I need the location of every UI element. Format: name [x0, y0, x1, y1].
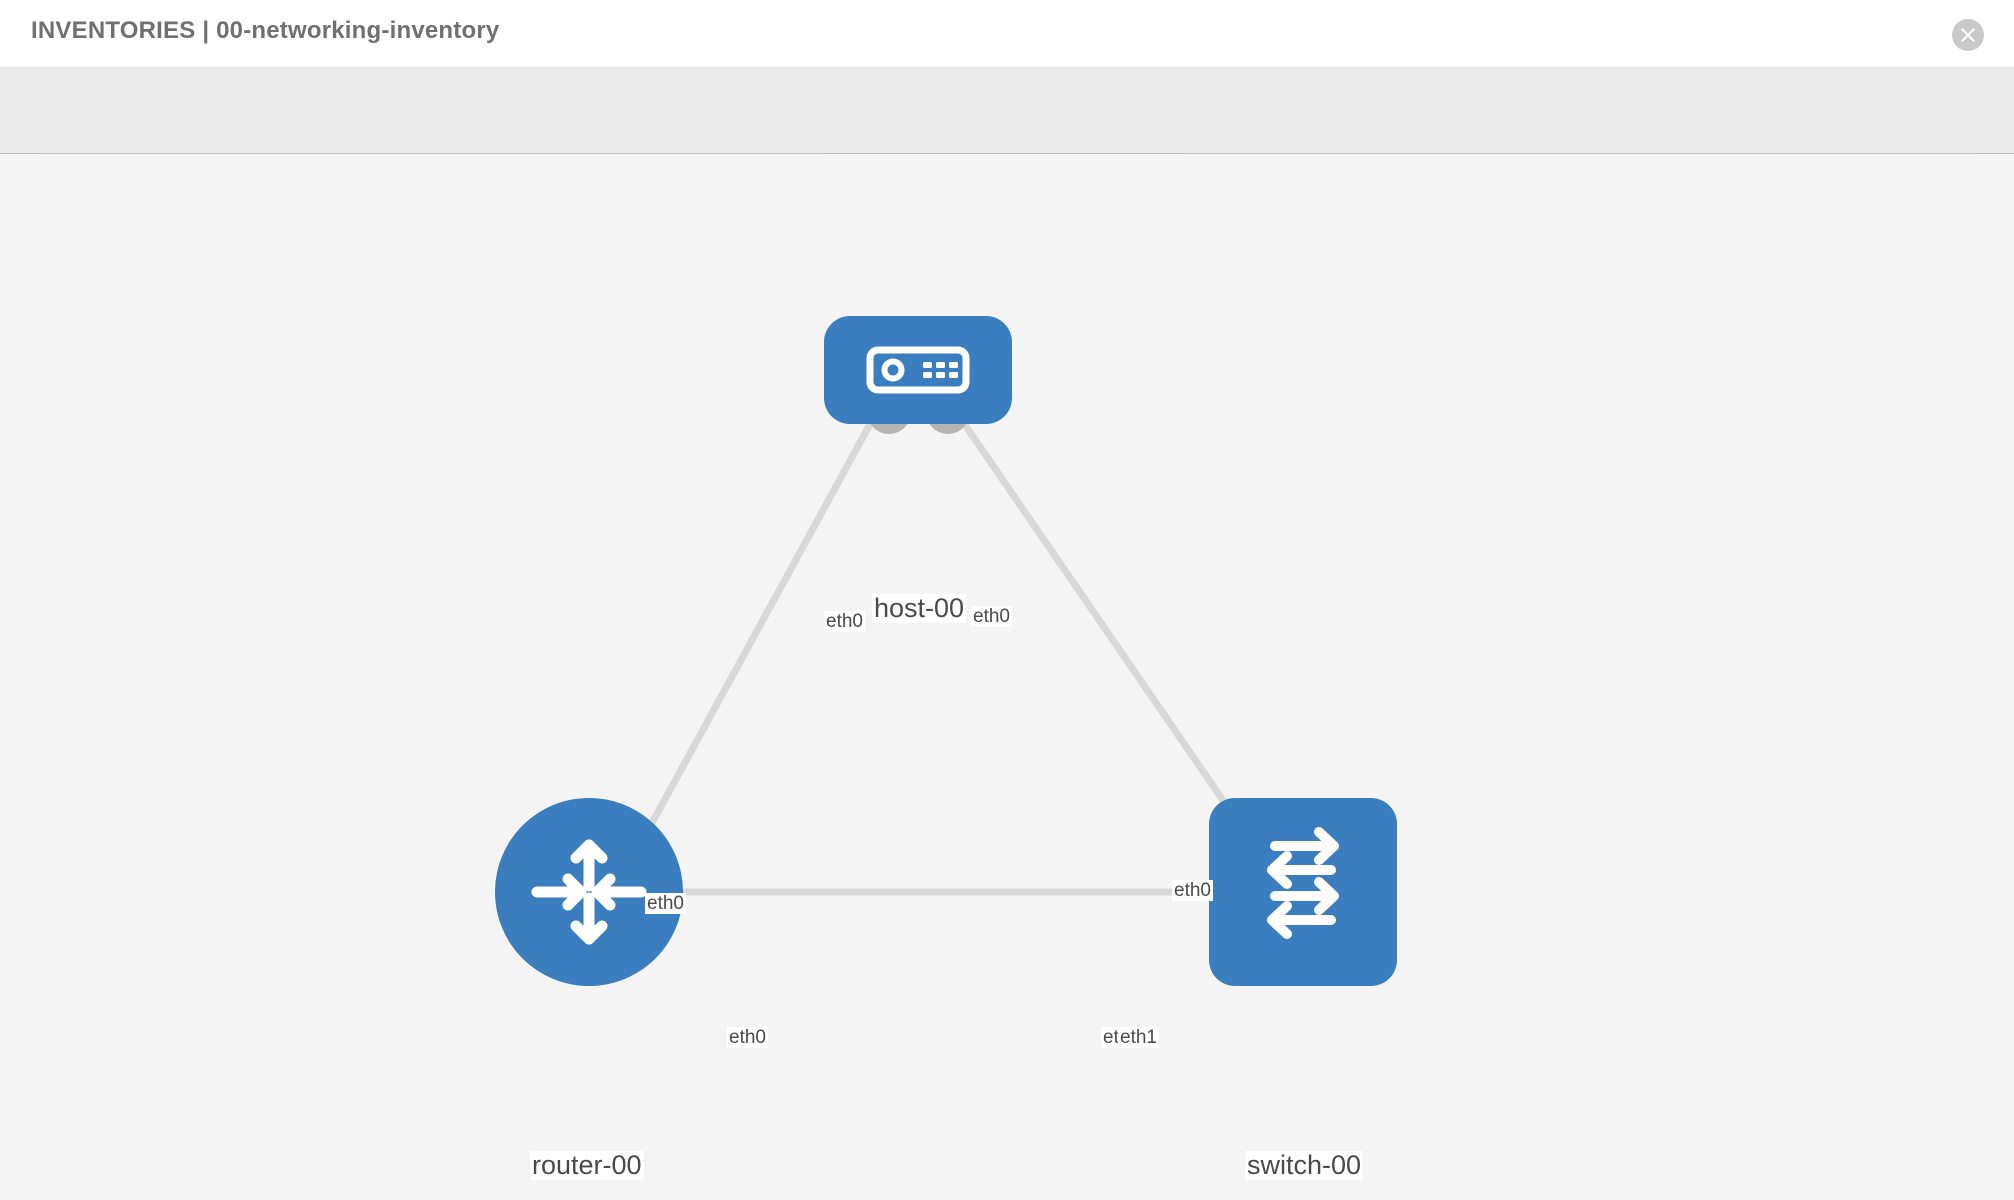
toolbar: ACTIONS SEARCH	[0, 68, 2014, 203]
close-icon[interactable]	[1952, 19, 1984, 51]
node-host-00[interactable]	[824, 316, 1012, 424]
node-label-switch: switch-00	[1245, 1150, 1364, 1180]
link-label-router-right: eth0	[727, 1027, 768, 1048]
topology-canvas[interactable]: host-00 router-00 switch-00 eth0 eth0 et…	[0, 154, 2014, 1200]
node-label-host: host-00	[872, 593, 967, 623]
page-title: INVENTORIES | 00-networking-inventory	[31, 17, 500, 44]
link-label-host-left: eth0	[824, 611, 865, 632]
link-label-switch-up: eth0	[1172, 880, 1213, 901]
node-switch-00[interactable]	[1209, 798, 1397, 986]
link-label-host-right: eth0	[971, 606, 1012, 627]
link-label-switch-left-b: eth1	[1118, 1027, 1159, 1048]
link-host-router[interactable]	[631, 402, 884, 858]
node-label-router: router-00	[530, 1150, 644, 1180]
node-router-00[interactable]	[495, 798, 683, 986]
topology-links	[631, 402, 1257, 896]
link-host-switch[interactable]	[948, 402, 1257, 848]
topology-graph	[495, 316, 1397, 986]
link-label-router-up: eth0	[645, 893, 686, 914]
topology-ports	[626, 390, 1276, 914]
page-header: INVENTORIES | 00-networking-inventory	[0, 0, 2014, 68]
